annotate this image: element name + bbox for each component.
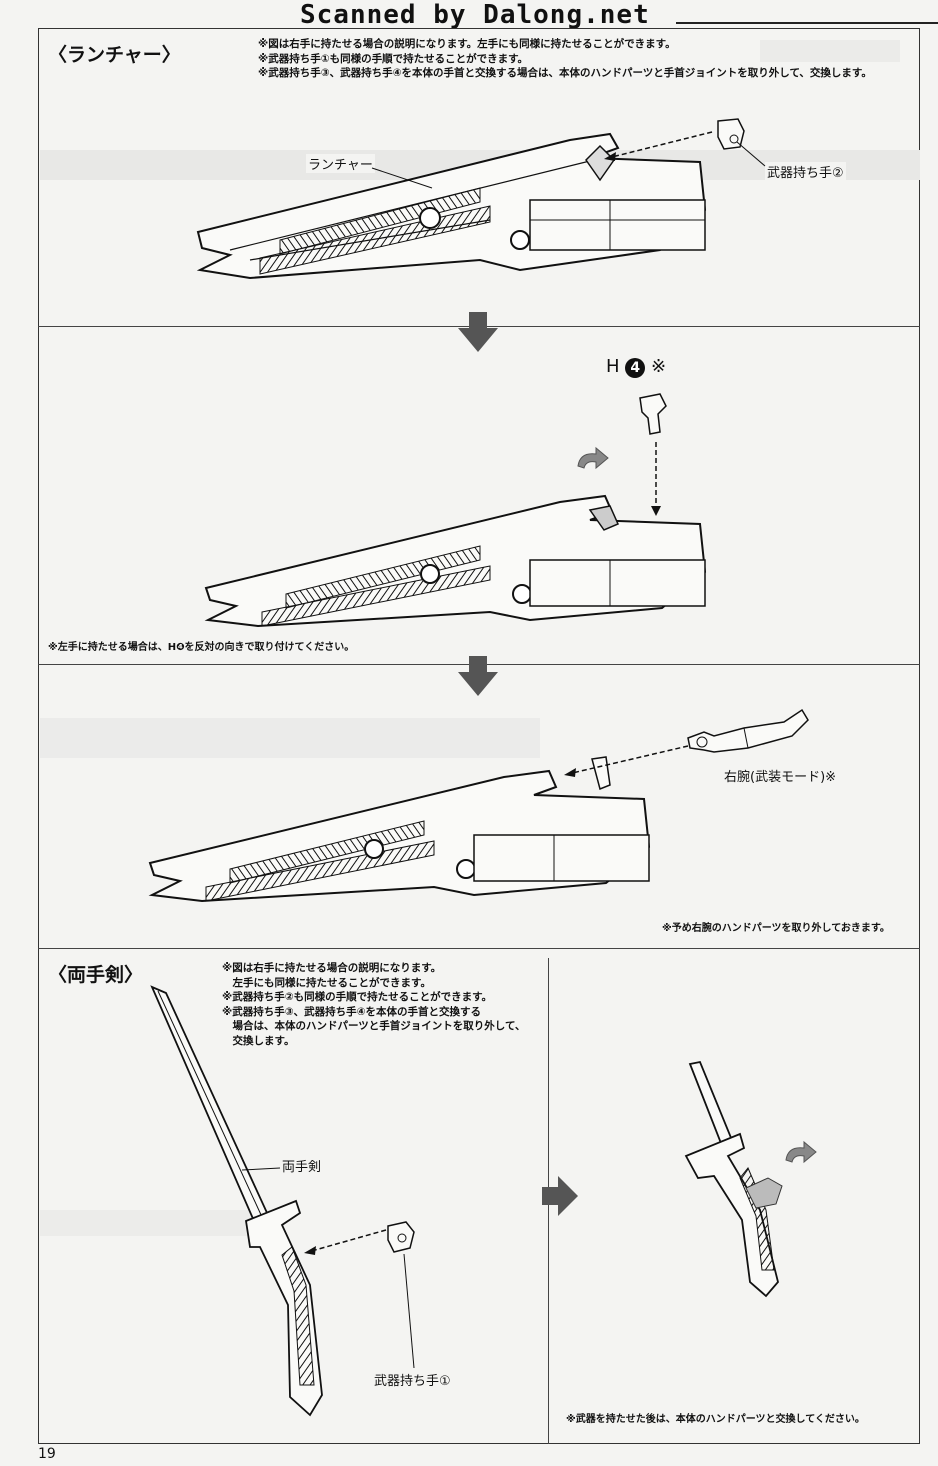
two-handed-sword-drawing	[150, 985, 323, 1417]
sword-final-note: ※武器を持たせた後は、本体のハンドパーツと交換してください。	[566, 1414, 865, 1425]
launcher-illustration-step2	[204, 494, 707, 628]
sword-note-6: 交換します。	[222, 1034, 295, 1047]
page-number: 19	[38, 1446, 56, 1462]
step3-note: ※予め右腕のハンドパーツを取り外しておきます。	[662, 923, 890, 934]
sword-note-4: ※武器持ち手③、武器持ち手④を本体の手首と交換する	[222, 1005, 481, 1018]
right-arm-label: 右腕(武装モード)※	[722, 766, 839, 785]
header-rule	[676, 22, 938, 24]
launcher-note-1: ※図は右手に持たせる場合の説明になります。左手にも同様に持たせることができます。	[258, 38, 676, 50]
launcher-note-3: ※武器持ち手③、武器持ち手④を本体の手首と交換する場合は、本体のハンドパーツと手…	[258, 67, 872, 79]
page-frame	[38, 28, 920, 1444]
hand1-leader-line	[403, 1253, 415, 1369]
attach-arrow-arm	[564, 745, 689, 777]
part-number-badge: 4	[625, 358, 646, 378]
right-arm-drawing	[687, 708, 809, 753]
section-divider	[38, 948, 920, 949]
sword-note-2: 左手にも同様に持たせることができます。	[222, 976, 431, 989]
launcher-note-2: ※武器持ち手①も同様の手順で持たせることができます。	[258, 52, 529, 65]
weapon-hand-1-part	[387, 1221, 415, 1253]
launcher-label: ランチャー	[306, 154, 375, 173]
step-arrow-down-2	[458, 656, 498, 696]
weapon-hand-2-label: 武器持ち手②	[765, 162, 846, 181]
attach-arrow-hand1	[304, 1229, 387, 1255]
rotate-icon-1	[577, 446, 609, 470]
launcher-section-title: 〈ランチャー〉	[48, 44, 181, 66]
part-suffix: ※	[651, 356, 667, 377]
launcher-illustration-step1	[196, 132, 707, 280]
launcher-illustration-step3	[148, 756, 651, 903]
sword-note-3: ※武器持ち手②も同様の手順で持たせることができます。	[222, 991, 493, 1003]
part-prefix: H	[606, 356, 620, 377]
step2-left-hand-note: ※左手に持たせる場合は、H❹を反対の向きで取り付けてください。	[48, 642, 355, 653]
step-arrow-right	[542, 1176, 578, 1216]
launcher-leader-line	[371, 167, 433, 189]
rotate-icon-2	[785, 1140, 817, 1164]
sword-note-1: ※図は右手に持たせる場合の説明になります。	[222, 962, 442, 974]
hand2-leader-line	[736, 141, 766, 167]
sword-section-title: 〈両手剣〉	[48, 964, 144, 986]
sword-leader-line	[241, 1167, 281, 1171]
attach-arrow-hand2	[604, 131, 713, 161]
sword-note-5: 場合は、本体のハンドパーツと手首ジョイントを取り外して、	[222, 1020, 526, 1032]
weapon-hand-1-label: 武器持ち手①	[372, 1370, 453, 1389]
sword-label: 両手剣	[280, 1156, 324, 1175]
h4-part-drawing	[639, 393, 667, 435]
scan-credit: Scanned by Dalong.net	[300, 0, 650, 30]
sword-assembled-drawing	[684, 1060, 783, 1298]
attach-arrow-h4	[651, 442, 661, 516]
step-arrow-down-1	[458, 312, 498, 352]
launcher-notes: ※図は右手に持たせる場合の説明になります。左手にも同様に持たせることができます。…	[258, 37, 872, 81]
part-h4-label: H 4 ※	[606, 356, 666, 378]
sword-notes: ※図は右手に持たせる場合の説明になります。 左手にも同様に持たせることができます…	[222, 961, 525, 1048]
weapon-hand-2-part	[717, 118, 745, 150]
